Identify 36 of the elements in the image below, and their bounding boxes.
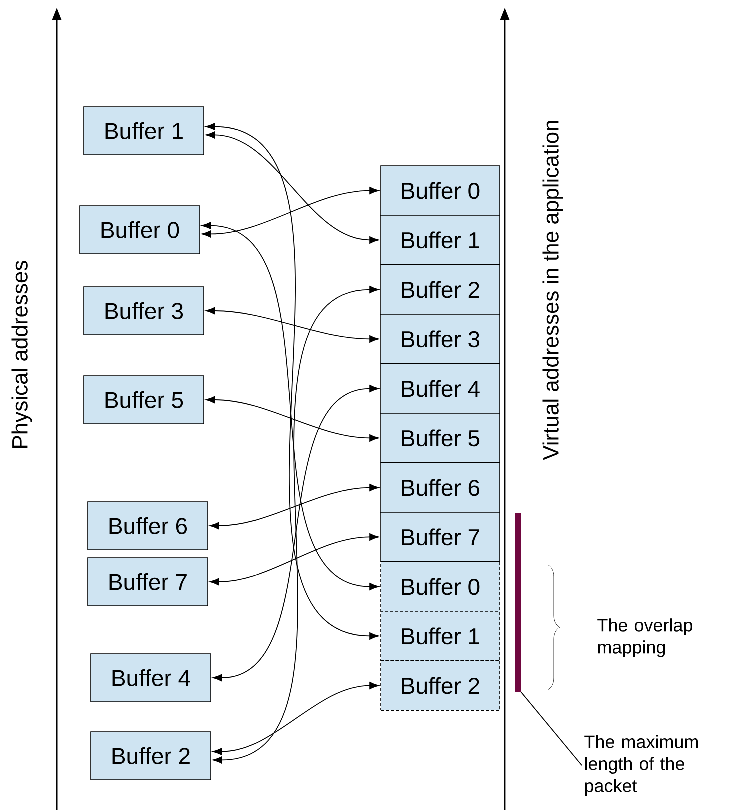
double-arrow — [212, 385, 380, 682]
double-arrow — [206, 132, 380, 244]
buffer-box: Buffer 4 — [90, 654, 212, 702]
buffer-box: Buffer 3 — [84, 286, 204, 336]
leader-line — [520, 692, 582, 766]
axis-label: Physical addresses — [12, 261, 32, 448]
buffer-box: Buffer 5 — [380, 413, 500, 464]
double-arrow — [206, 307, 380, 343]
buffer-box: Buffer 7 — [380, 512, 500, 562]
buffer-box: Buffer 2 — [90, 732, 212, 780]
buffer-box: Buffer 6 — [88, 502, 208, 550]
buffer-box: Buffer 4 — [380, 364, 500, 414]
double-arrow — [206, 396, 380, 442]
buffer-box: Buffer 0 — [380, 166, 500, 216]
double-arrow — [210, 484, 380, 530]
buffer-box: Buffer 3 — [380, 314, 500, 364]
double-arrow — [212, 682, 380, 756]
axis-label: Virtual addresses in the application — [542, 121, 564, 460]
buffer-box: Buffer 2 — [380, 660, 500, 711]
buffer-box: Buffer 6 — [380, 462, 500, 513]
double-arrow — [202, 187, 380, 238]
buffer-box: Buffer 7 — [88, 558, 208, 606]
note-text: The maximum length of the packet — [584, 735, 698, 796]
double-arrow — [202, 222, 380, 590]
buffer-box: Buffer 1 — [84, 106, 204, 156]
buffer-box: Buffer 0 — [80, 206, 200, 254]
double-arrow — [206, 123, 380, 640]
double-arrow — [210, 534, 380, 586]
buffer-box: Buffer 0 — [380, 562, 500, 612]
buffer-box: Buffer 2 — [380, 264, 500, 315]
double-arrow — [212, 286, 380, 764]
buffer-box: Buffer 1 — [380, 215, 500, 266]
buffer-box: Buffer 5 — [84, 376, 204, 424]
brace-label: The overlap mapping — [598, 618, 692, 658]
length-bar — [515, 513, 521, 692]
buffer-box: Buffer 1 — [380, 611, 500, 662]
